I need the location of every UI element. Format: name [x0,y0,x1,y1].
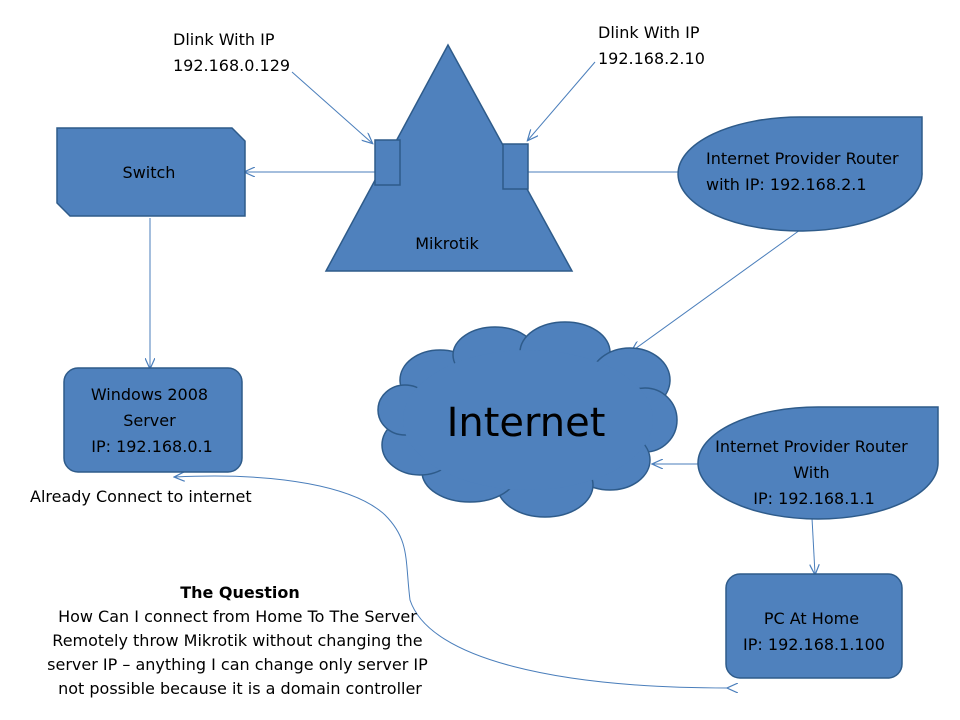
server-line-1: Windows 2008 [91,385,208,404]
isp-router-home-line-3: IP: 192.168.1.1 [753,489,875,508]
internet-label: Internet [447,400,606,446]
connector-home-to-server-curve [175,476,728,688]
dlink-left-line-1: Dlink With IP [173,30,275,49]
isp-router-top-label: Internet Provider Router with IP: 192.16… [706,149,904,194]
home-pc-shape[interactable] [725,573,903,679]
isp-router-home-label: Internet Provider Router With IP: 192.16… [715,437,913,508]
server-note: Already Connect to internet [30,487,252,506]
isp-router-home-line-1: Internet Provider Router [715,437,908,456]
isp-router-home-shape[interactable] [697,406,939,520]
question-line-4: not possible because it is a domain cont… [58,679,422,698]
isp-router-top-line-2: with IP: 192.168.2.1 [706,175,867,194]
connector-dlink-label-right [528,61,596,140]
home-pc-line-2: IP: 192.168.1.100 [743,635,885,654]
connector-dlink-label-left [291,71,372,143]
isp-router-top-shape[interactable] [677,116,923,232]
home-pc-label: PC At Home IP: 192.168.1.100 [743,609,885,654]
connector-home-router-to-pc [812,517,815,574]
connectors [150,61,815,688]
server-line-2: Server [123,411,176,430]
internet-cloud-core [403,350,653,490]
switch-label: Switch [123,163,176,182]
mikrotik-label: Mikrotik [415,234,479,253]
dlink-port-right[interactable] [502,143,529,190]
dlink-port-left[interactable] [374,139,401,186]
dlink-right-line-1: Dlink With IP [598,23,700,42]
server-line-3: IP: 192.168.0.1 [91,437,213,456]
switch-shape[interactable] [56,127,246,217]
question-line-1: How Can I connect from Home To The Serve… [58,607,417,626]
server-label: Windows 2008 Server IP: 192.168.0.1 [91,385,213,456]
dlink-right-line-2: 192.168.2.10 [598,49,705,68]
server-shape[interactable] [63,367,243,473]
home-pc-line-1: PC At Home [764,609,859,628]
question-title: The Question [180,583,300,602]
isp-router-top-line-1: Internet Provider Router [706,149,899,168]
dlink-left-line-2: 192.168.0.129 [173,56,290,75]
question-line-2: Remotely throw Mikrotik without changing… [52,631,422,650]
dlink-right-label: Dlink With IP 192.168.2.10 [598,23,705,68]
connector-isp-router-to-internet [632,229,801,351]
isp-router-home-line-2: With [793,463,829,482]
question-line-3: server IP – anything I can change only s… [47,655,428,674]
question-body: How Can I connect from Home To The Serve… [47,607,433,698]
dlink-left-label: Dlink With IP 192.168.0.129 [173,30,290,75]
